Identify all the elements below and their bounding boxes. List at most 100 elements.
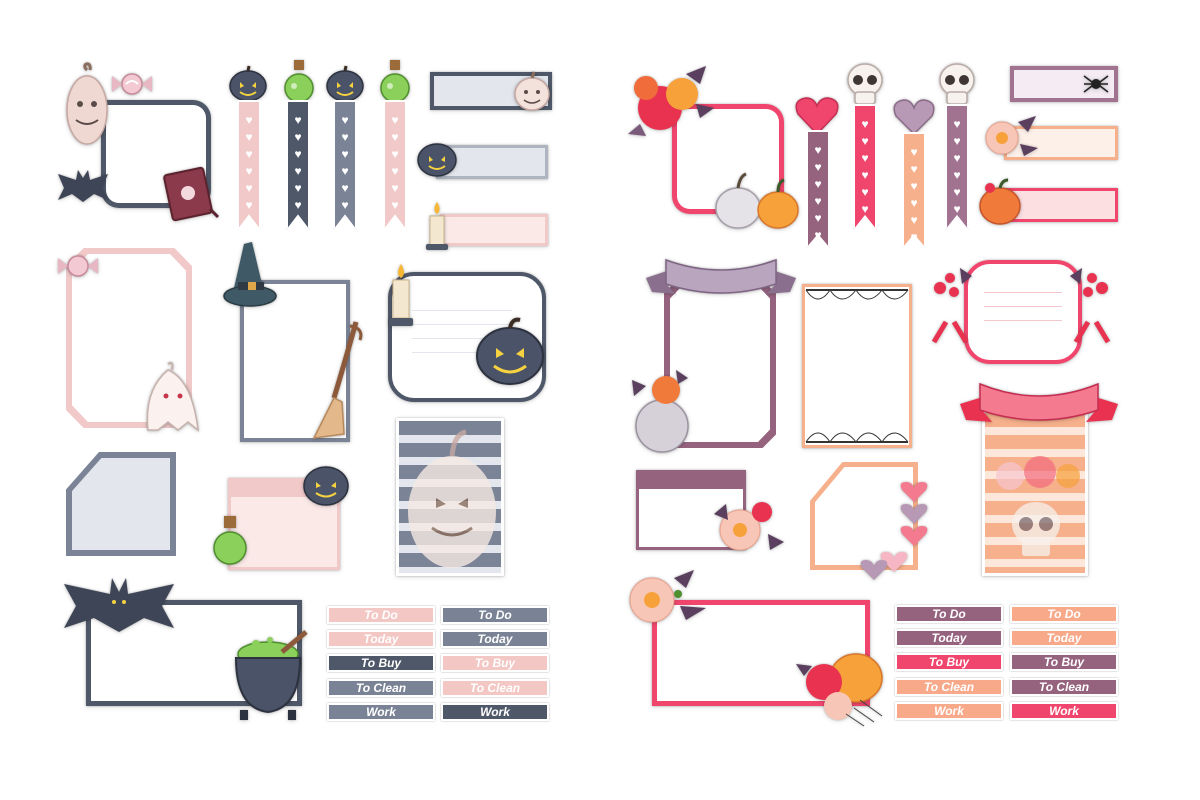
- label-today: Today: [327, 630, 435, 648]
- heart-icon: ♥: [294, 130, 302, 144]
- label-box-lilac: [1010, 66, 1118, 102]
- heart-icon: ♥: [245, 181, 253, 195]
- label-to-buy: To Buy: [895, 653, 1003, 671]
- bat-icon: [64, 578, 174, 632]
- ghost-icon: [146, 361, 199, 432]
- ribbon-banner-icon: [646, 258, 796, 294]
- heart-icon: ♥: [953, 168, 961, 182]
- square-frame-slate: [101, 100, 211, 208]
- pumpkin-icon: [796, 653, 883, 727]
- pumpkin-face-icon: [66, 62, 108, 145]
- heart-icon: [795, 97, 839, 136]
- heart-icon: ♥: [341, 164, 349, 178]
- heart-icon: ♥: [953, 134, 961, 148]
- heart-icon: [860, 482, 928, 580]
- lace-frame-peach: [802, 284, 912, 448]
- heart-icon: ♥: [341, 147, 349, 161]
- heart-icon: ♥: [245, 147, 253, 161]
- heart-icon: ♥: [861, 117, 869, 131]
- heart-icon: ♥: [341, 181, 349, 195]
- heart-icon: ♥: [245, 198, 253, 212]
- label-to-buy: To Buy: [1010, 653, 1118, 671]
- spiderweb-icon: [805, 289, 909, 300]
- pumpkin-face-icon: [514, 71, 550, 111]
- label-work: Work: [441, 703, 549, 721]
- pumpkin-icon: [632, 370, 689, 453]
- label-to-buy: To Buy: [441, 654, 549, 672]
- label-box-pink: [440, 214, 548, 246]
- heart-icon: ♥: [245, 130, 253, 144]
- label-box-peach: [1004, 126, 1118, 160]
- heart-icon: ♥: [294, 164, 302, 178]
- heart-icon: ♥: [391, 181, 399, 195]
- broom-icon: [312, 321, 363, 439]
- corner-cut-frame-peach-inner: [815, 467, 913, 565]
- heart-icon: ♥: [910, 196, 918, 210]
- heart-icon: ♥: [953, 117, 961, 131]
- ribbon-banner-icon: [960, 382, 1118, 422]
- rose-bouquet-icon: [714, 502, 784, 551]
- heart-icon: ♥: [953, 151, 961, 165]
- heart-icon: ♥: [861, 202, 869, 216]
- pumpkin-icon: [417, 143, 457, 177]
- heart-icon: ♥: [814, 194, 822, 208]
- note-box-plum-header: [639, 473, 743, 489]
- heart-icon: ♥: [910, 145, 918, 159]
- potion-bottle-icon: [213, 516, 247, 565]
- heart-icon: ♥: [953, 185, 961, 199]
- spider-icon: [1083, 75, 1109, 93]
- spellbook-icon: [163, 166, 220, 222]
- heart-icon: ♥: [391, 198, 399, 212]
- label-to-buy: To Buy: [327, 654, 435, 672]
- label-to-do: To Do: [895, 605, 1003, 623]
- skull-icon: [1012, 502, 1060, 556]
- heart-icon: ♥: [391, 113, 399, 127]
- heart-icon: ♥: [245, 164, 253, 178]
- heart-icon: ♥: [814, 143, 822, 157]
- heart-icon: ♥: [341, 113, 349, 127]
- spiderweb-icon: [805, 432, 909, 443]
- heart-icon: ♥: [861, 168, 869, 182]
- heart-icon: ♥: [953, 202, 961, 216]
- candle-icon: [426, 202, 448, 250]
- heart-icon: ♥: [814, 211, 822, 225]
- label-to-do: To Do: [1010, 605, 1118, 623]
- rose-bouquet-icon: [1070, 268, 1111, 344]
- label-today: Today: [441, 630, 549, 648]
- label-to-clean: To Clean: [327, 679, 435, 697]
- heart-icon: ♥: [391, 130, 399, 144]
- scalloped-label-lines: [412, 300, 512, 360]
- rose-bouquet-icon: [931, 268, 972, 344]
- potion-bottle-icon: [380, 60, 410, 103]
- heart-icon: ♥: [294, 198, 302, 212]
- label-to-clean: To Clean: [895, 678, 1003, 696]
- label-today: Today: [1010, 629, 1118, 647]
- heart-icon: ♥: [245, 113, 253, 127]
- label-to-clean: To Clean: [1010, 678, 1118, 696]
- candy-icon: [112, 73, 152, 95]
- skull-icon: [847, 63, 883, 105]
- pumpkin-icon: [476, 317, 544, 385]
- heart-icon: ♥: [910, 230, 918, 244]
- pumpkin-icon: [715, 172, 799, 229]
- cauldron-icon: [234, 630, 308, 720]
- bat-icon: [58, 170, 108, 202]
- heart-icon: ♥: [861, 185, 869, 199]
- pumpkin-icon: [229, 65, 267, 102]
- heart-icon: ♥: [861, 134, 869, 148]
- scalloped-label-rose: [964, 260, 1082, 364]
- pumpkin-icon: [303, 466, 349, 506]
- heart-icon: ♥: [861, 151, 869, 165]
- label-box-rose: [1004, 188, 1118, 222]
- corner-cut-frame-inner: [72, 458, 170, 550]
- rose-bouquet-icon: [985, 116, 1038, 156]
- heart-icon: ♥: [341, 198, 349, 212]
- rose-bouquet-icon: [996, 456, 1080, 490]
- label-to-clean: To Clean: [441, 679, 549, 697]
- skull-icon: [939, 63, 975, 105]
- label-work: Work: [1010, 702, 1118, 720]
- label-work: Work: [895, 702, 1003, 720]
- scalloped-rose-lines: [984, 280, 1062, 340]
- pumpkin-icon: [979, 178, 1021, 225]
- label-box-grey: [436, 145, 548, 179]
